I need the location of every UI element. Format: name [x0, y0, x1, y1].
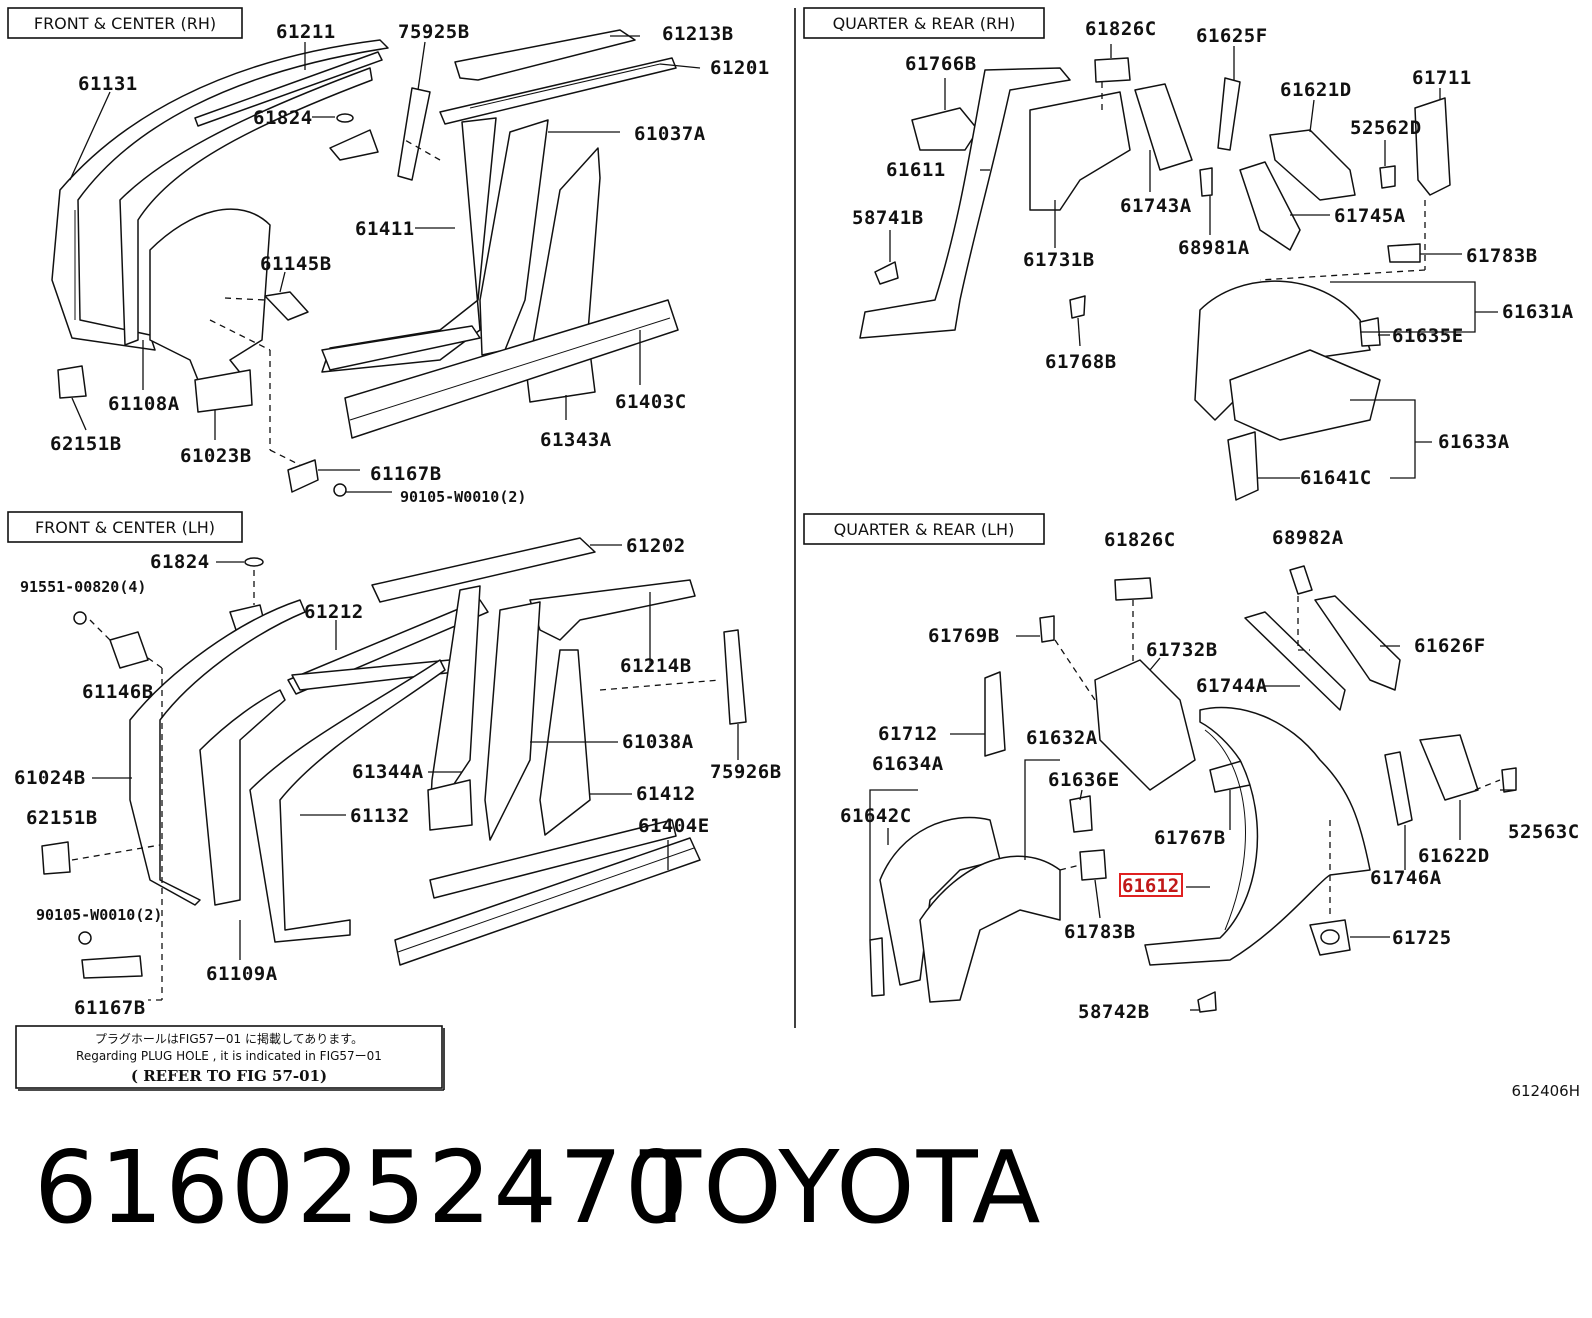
quarter-rh-parts: [859, 57, 1451, 501]
part-label: 61411: [355, 218, 415, 240]
part-label: 61201: [710, 57, 770, 79]
brand-name: TOYOTA: [640, 1129, 1043, 1246]
part-label: 61145B: [260, 253, 332, 275]
section-header-front-lh: FRONT & CENTER (LH): [7, 511, 243, 543]
front-rh-leaders: [69, 35, 701, 493]
quarter-rh-leaders: [889, 44, 1498, 479]
note-line-en: Regarding PLUG HOLE , it is indicated in…: [76, 1049, 382, 1063]
front-rh-labels: 61211 75925B 61213B 61131 61201 61824 61…: [50, 21, 770, 506]
svg-text:QUARTER & REAR (LH): QUARTER & REAR (LH): [834, 520, 1015, 539]
quarter-rh-labels: 61826C 61625F 61766B 61711 61621D 52562D…: [852, 18, 1574, 489]
part-label: 61024B: [14, 767, 86, 789]
part-label: 61634A: [872, 753, 944, 775]
part-label: 61766B: [905, 53, 977, 75]
part-label: 61743A: [1120, 195, 1192, 217]
figure-code: 612406H: [1511, 1082, 1580, 1100]
part-label: 61636E: [1048, 769, 1120, 791]
front-lh-leaders: [71, 544, 739, 1001]
part-label: 61023B: [180, 445, 252, 467]
part-label: 61214B: [620, 655, 692, 677]
part-label: 61611: [886, 159, 946, 181]
part-label: 52562D: [1350, 117, 1422, 139]
quarter-lh-leaders: [869, 596, 1516, 1011]
part-label: 61213B: [662, 23, 734, 45]
part-label: 61625F: [1196, 25, 1268, 47]
note-line-jp: プラグホールはFIG57ー01 に掲載してあります。: [95, 1031, 363, 1046]
part-label: 61344A: [352, 761, 424, 783]
section-header-quarter-lh: QUARTER & REAR (LH): [803, 513, 1045, 545]
part-label: 61642C: [840, 805, 912, 827]
part-label: 61826C: [1104, 529, 1176, 551]
part-label: 61631A: [1502, 301, 1574, 323]
part-label: 61108A: [108, 393, 180, 415]
part-label: 52563C: [1508, 821, 1580, 843]
front-lh-parts: [41, 537, 747, 979]
part-label: 58741B: [852, 207, 924, 229]
part-number: 6160252470: [34, 1129, 691, 1246]
part-label: 75926B: [710, 761, 782, 783]
part-label: 61767B: [1154, 827, 1226, 849]
part-label: 68982A: [1272, 527, 1344, 549]
part-label: 61725: [1392, 927, 1452, 949]
part-label: 61202: [626, 535, 686, 557]
part-label: 61744A: [1196, 675, 1268, 697]
part-label: 61037A: [634, 123, 706, 145]
front-lh-labels: 61824 61202 91551-00820(4) 61212 61146B …: [14, 535, 782, 1019]
part-label: 61632A: [1026, 727, 1098, 749]
svg-text:QUARTER & REAR (RH): QUARTER & REAR (RH): [833, 14, 1016, 33]
part-label: 62151B: [50, 433, 122, 455]
part-label: 75925B: [398, 21, 470, 43]
part-label: 61132: [350, 805, 410, 827]
part-label: 61622D: [1418, 845, 1490, 867]
part-label: 61824: [150, 551, 210, 573]
part-label: 61038A: [622, 731, 694, 753]
part-label: 61626F: [1414, 635, 1486, 657]
part-label: 61783B: [1064, 921, 1136, 943]
part-label: 61769B: [928, 625, 1000, 647]
part-label: 61711: [1412, 67, 1472, 89]
part-label: 61211: [276, 21, 336, 43]
part-label: 61633A: [1438, 431, 1510, 453]
part-label: 61167B: [74, 997, 146, 1019]
section-header-front-rh: FRONT & CENTER (RH): [7, 7, 243, 39]
part-label: 61167B: [370, 463, 442, 485]
part-label: 61745A: [1334, 205, 1406, 227]
part-label: 61403C: [615, 391, 687, 413]
part-label: 68981A: [1178, 237, 1250, 259]
quarter-lh-labels: 61826C 68982A 61769B 61732B 61626F 61744…: [840, 527, 1580, 1023]
part-label: 61826C: [1085, 18, 1157, 40]
highlighted-part-label[interactable]: 61612: [1119, 873, 1183, 897]
part-label: 90105-W0010(2): [36, 906, 162, 924]
part-label: 91551-00820(4): [20, 578, 146, 596]
part-label: 61783B: [1466, 245, 1538, 267]
part-label: 90105-W0010(2): [400, 488, 526, 506]
svg-text:FRONT & CENTER (LH): FRONT & CENTER (LH): [35, 518, 215, 537]
part-label: 61641C: [1300, 467, 1372, 489]
note-refer: ( REFER TO FIG 57-01): [131, 1067, 327, 1085]
part-label: 61131: [78, 73, 138, 95]
part-label: 61731B: [1023, 249, 1095, 271]
part-label: 61621D: [1280, 79, 1352, 101]
part-label: 61404E: [638, 815, 710, 837]
part-label: 61412: [636, 783, 696, 805]
svg-text:FRONT & CENTER (RH): FRONT & CENTER (RH): [34, 14, 216, 33]
section-header-quarter-rh: QUARTER & REAR (RH): [803, 7, 1045, 39]
svg-text:61612: 61612: [1122, 875, 1179, 897]
part-label: 61635E: [1392, 325, 1464, 347]
part-label: 61746A: [1370, 867, 1442, 889]
part-label: 62151B: [26, 807, 98, 829]
part-label: 61732B: [1146, 639, 1218, 661]
front-rh-parts: [51, 29, 679, 497]
plug-hole-note: プラグホールはFIG57ー01 に掲載してあります。 Regarding PLU…: [15, 1025, 445, 1091]
part-label: 61712: [878, 723, 938, 745]
part-label: 58742B: [1078, 1001, 1150, 1023]
quarter-lh-parts: [869, 565, 1517, 1013]
part-label: 61824: [253, 107, 313, 129]
part-label: 61146B: [82, 681, 154, 703]
part-label: 61109A: [206, 963, 278, 985]
part-label: 61343A: [540, 429, 612, 451]
part-label: 61212: [304, 601, 364, 623]
part-label: 61768B: [1045, 351, 1117, 373]
